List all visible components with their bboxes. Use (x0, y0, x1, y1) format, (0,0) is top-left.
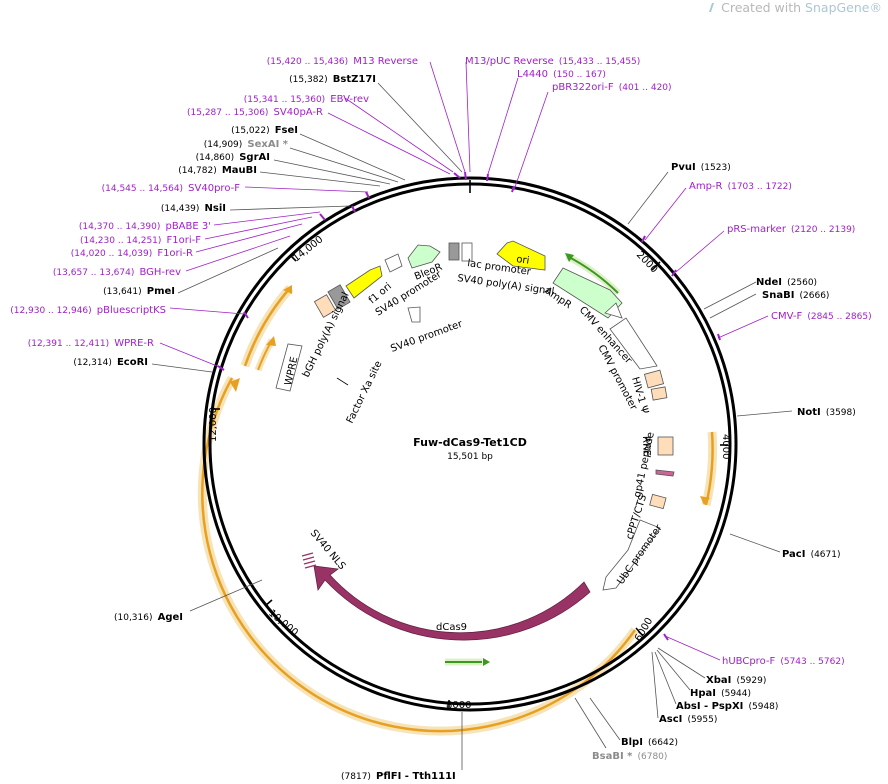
plasmid-length: 15,501 bp (447, 452, 493, 462)
site-bstz17i: (15,382) BstZ17I (289, 67, 376, 86)
ruler (213, 180, 728, 707)
feature-sv40-polya (448, 242, 460, 261)
site-agei: (10,316) AgeI (114, 605, 183, 624)
backbone-outer (202, 176, 738, 712)
primer-sv40pro-f: (14,545 .. 14,564) SV40pro-F (102, 176, 241, 195)
label-sv40-promoter-2: SV40 promoter (389, 318, 465, 354)
ruler-tick-12000: 12,000 (208, 407, 219, 442)
primer-pbluescriptks: (12,930 .. 12,946) pBluescriptKS (10, 298, 166, 317)
feature-wpre (275, 343, 303, 392)
feature-ori (496, 240, 546, 271)
label-dcas9: dCas9 (436, 622, 467, 633)
primer-bgh-rev: (13,657 .. 13,674) BGH-rev (53, 260, 181, 279)
site-absi-pspxi: AbsI - PspXI (5948) (676, 694, 778, 713)
watermark: Created with SnapGene® (707, 0, 882, 15)
site-noti: NotI (3598) (797, 400, 856, 419)
primer-prs-marker: pRS-marker (2120 .. 2139) (727, 217, 855, 236)
site-xbai: XbaI (5929) (706, 668, 766, 687)
primer-cmv-f: CMV-F (2845 .. 2865) (771, 304, 872, 323)
feature-dcas9 (313, 565, 591, 641)
primer-m13-puc-reverse: M13/pUC Reverse (15,433 .. 15,455) (465, 49, 640, 68)
orf-arc-lower (197, 375, 639, 736)
ruler-tick-8000: 8000 (446, 700, 471, 711)
primer-l4440: L4440 (150 .. 167) (517, 62, 606, 81)
primer-m13-reverse: (15,420 .. 15,436) M13 Reverse (267, 49, 418, 68)
primer-amp-r: Amp-R (1703 .. 1722) (689, 174, 792, 193)
feature-bgh (313, 294, 337, 318)
primer-marks (217, 171, 721, 641)
site-sgrai: (14,860) SgrAI (196, 145, 270, 164)
primer-pbr322ori-f: pBR322ori-F (401 .. 420) (552, 75, 672, 94)
feature-bgh-grey (327, 284, 351, 310)
feature-cmv-enhancer (609, 317, 658, 370)
feature-factor-xa-line (336, 377, 349, 386)
label-factor-xa: Factor Xa site (345, 359, 385, 425)
ruler-tick-4000: 4000 (720, 434, 731, 459)
site-pvui: PvuI (1523) (671, 155, 731, 174)
feature-sv40-nls (301, 552, 317, 569)
primer-pbabe3: (14,370 .. 14,390) pBABE 3' (79, 214, 211, 233)
label-sv40-polya: SV40 poly(A) signal (457, 273, 555, 297)
snapgene-logo-icon (709, 3, 715, 12)
primer-f1ori-r: (14,020 .. 14,039) F1ori-R (71, 241, 193, 260)
primer-wpre-r: (12,391 .. 12,411) WPRE-R (28, 331, 154, 350)
site-asci: AscI (5955) (659, 707, 717, 726)
feature-bleor (407, 244, 441, 269)
label-ori: ori (516, 254, 530, 267)
feature-hiv-psi (643, 369, 665, 389)
site-snabi: SnaBI (2666) (762, 283, 829, 302)
site-paci: PacI (4671) (782, 542, 841, 561)
label-rre: RRE (640, 436, 652, 457)
primer-f1ori-f: (14,230 .. 14,251) F1ori-F (80, 228, 201, 247)
features (275, 240, 675, 641)
site-sexai: (14,909) SexAI * (204, 132, 289, 151)
feature-rre (657, 436, 674, 456)
site-fsei: (15,022) FseI (231, 118, 298, 137)
site-bsabi: BsaBI * (6780) (592, 744, 667, 763)
feature-gp41 (655, 469, 675, 477)
feature-f1ori (345, 265, 383, 299)
site-pmei: (13,641) PmeI (103, 279, 175, 298)
feature-hiv-psi-2 (650, 386, 668, 401)
plasmid-name: Fuw-dCas9-Tet1CD (413, 436, 527, 449)
feature-cmv-promoter-arrow (604, 302, 623, 319)
site-blpi: BlpI (6642) (621, 730, 678, 749)
orf-arrowhead (230, 378, 240, 392)
leader-lines (151, 61, 793, 770)
site-ecori: (12,314) EcoRI (73, 350, 148, 369)
feature-lac-promoter (461, 242, 473, 262)
feature-cppt (649, 493, 667, 510)
primer-hubcpro-f: hUBCpro-F (5743 .. 5762) (722, 649, 845, 668)
primer-sv40pa-r: (15,287 .. 15,306) SV40pA-R (187, 100, 323, 119)
site-pflfi-tth111i: (7817) PflFI - Tth111I (341, 764, 456, 783)
site-hpai: HpaI (5944) (690, 681, 751, 700)
label-gp41: gp41 peptide (632, 431, 657, 498)
feature-sv40-promoter-arrow-2 (407, 306, 421, 323)
site-ndei: NdeI (2560) (756, 270, 817, 289)
feature-ubc-promoter (602, 519, 661, 591)
feature-ampr (552, 267, 623, 319)
site-maubi: (14,782) MauBI (178, 158, 257, 177)
feature-sv40-promoter-arrow-1 (384, 253, 403, 273)
site-nsii: (14,439) NsiI (161, 196, 226, 215)
primer-ebv-rev: (15,341 .. 15,360) EBV-rev (244, 87, 369, 106)
